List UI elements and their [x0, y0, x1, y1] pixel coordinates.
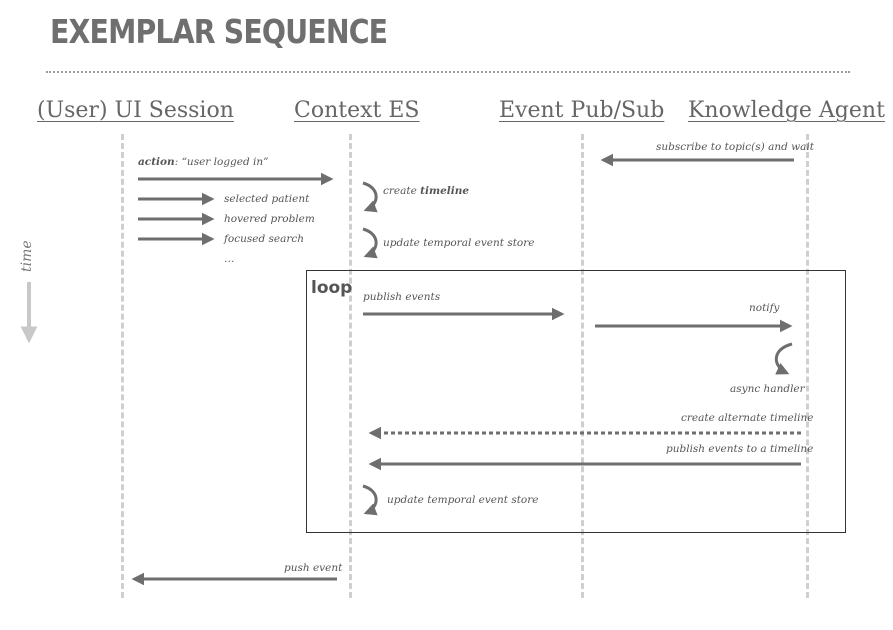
loop-frame [306, 270, 846, 533]
lane-header-event-pubsub: Event Pub/Sub [499, 98, 665, 123]
self-arrow-create-timeline [362, 181, 378, 213]
label-ellipsis: … [224, 253, 235, 265]
page-title: EXEMPLAR SEQUENCE [50, 12, 388, 51]
label-publish-events-to-timeline: publish events to a timeline [666, 443, 814, 455]
lane-header-context-es: Context ES [294, 98, 420, 123]
self-arrow-async-handler [774, 342, 793, 375]
label-hovered-problem: hovered problem [224, 213, 315, 225]
label-update-store-1: update temporal event store [383, 237, 535, 249]
label-selected-patient: selected patient [224, 193, 310, 205]
label-publish-events: publish events [363, 291, 441, 303]
label-notify: notify [749, 302, 780, 314]
title-divider [46, 71, 850, 73]
lifeline-knowledge-agent [806, 134, 809, 598]
label-create-alternate-timeline: create alternate timeline [681, 412, 814, 424]
label-focused-search: focused search [224, 233, 305, 245]
self-arrow-update-store-1 [362, 227, 378, 259]
label-push-event: push event [284, 562, 343, 574]
label-create-prefix: create [383, 185, 421, 197]
label-update-store-2: update temporal event store [387, 494, 539, 506]
lifeline-event-pubsub [581, 134, 584, 598]
label-async-handler: async handler [730, 383, 805, 395]
label-action-prefix: action [138, 156, 175, 168]
lifeline-context-es [349, 134, 352, 598]
loop-label: loop [311, 278, 353, 298]
lane-header-knowledge-agent: Knowledge Agent [688, 98, 885, 123]
label-action-text: : “user logged in” [174, 156, 269, 168]
self-arrow-update-store-2 [362, 484, 378, 516]
label-create-timeline: create timeline [383, 185, 469, 197]
label-action: action: “user logged in” [138, 156, 269, 168]
label-subscribe: subscribe to topic(s) and wait [656, 141, 814, 153]
label-create-timeline-word: timeline [420, 185, 470, 197]
lane-header-ui-session: (User) UI Session [37, 98, 234, 123]
lifeline-ui-session [121, 134, 124, 598]
